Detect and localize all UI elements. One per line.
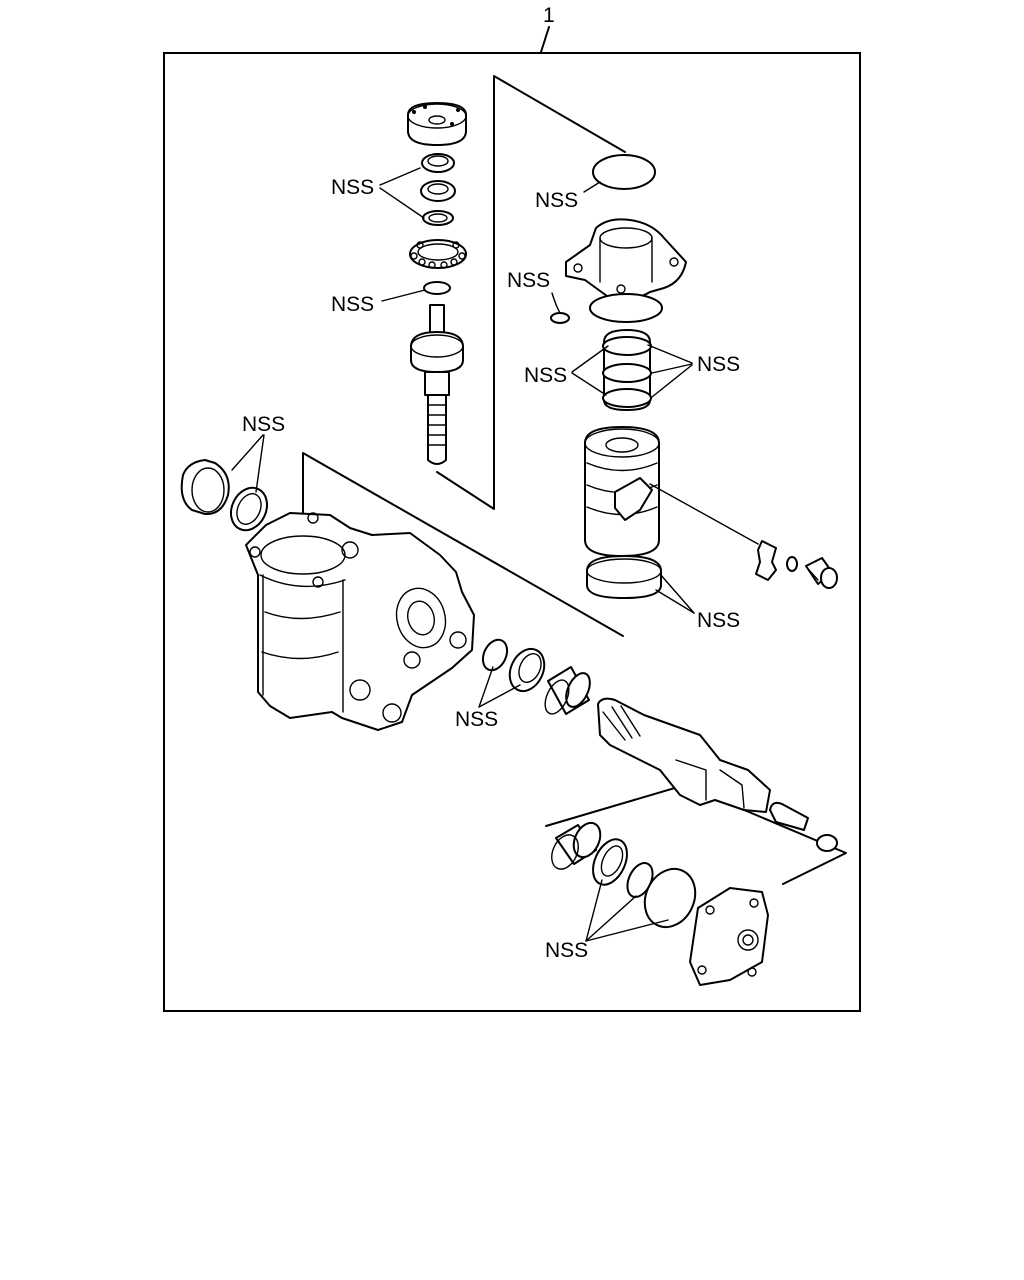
housing-o-ring [230,486,268,532]
side-cover-seal [592,838,628,886]
gear-housing [245,512,475,731]
sector-shaft [597,697,771,813]
callout-small-oring: NSS [507,269,550,292]
valve-spacer [589,293,663,323]
item-number-leader [540,26,550,53]
callout-side-cover-seals: NSS [545,939,588,962]
input-shaft [410,304,464,465]
piston-ring [586,555,662,599]
callout-piston-ring: NSS [697,609,740,632]
valve-rings [602,329,652,411]
upper-bearing-race [420,180,456,202]
leaders [231,167,695,942]
callout-top-seals: NSS [331,176,374,199]
rack-piston [584,426,660,557]
callout-valve-rings-left: NSS [524,364,567,387]
sector-seal [508,647,546,693]
sector-ring-1 [481,638,509,672]
callout-sector-seals: NSS [455,708,498,731]
callout-gasket-disk: NSS [535,189,578,212]
adjuster-plug [407,102,467,146]
side-cover-bearing [551,821,602,870]
housing-seal [180,459,230,516]
upper-seal-1 [421,153,455,173]
valve-housing [565,218,687,301]
clamp-screw [805,557,838,589]
item-number: 1 [543,4,555,27]
clamp-washer [786,556,798,572]
callout-oring-upper: NSS [331,293,374,316]
upper-o-ring [423,281,451,295]
adjusting-screw [769,801,838,852]
valve-group-bracket [436,75,626,510]
housing-group-bracket [302,452,624,637]
valve-gasket [592,154,656,190]
callout-valve-rings-right: NSS [697,353,740,376]
ball-guide-clamp [755,540,777,581]
valve-small-o-ring [550,312,570,324]
kit-border [163,52,861,1012]
callout-housing-seals: NSS [242,413,285,436]
side-cover [689,887,769,986]
side-cover-group-bracket [545,784,847,885]
ball-guide-leader [649,483,759,545]
side-cover-gasket [643,867,697,929]
sector-needle-bearing [544,666,591,715]
ball-bearing [409,239,467,269]
upper-washer [422,210,454,226]
